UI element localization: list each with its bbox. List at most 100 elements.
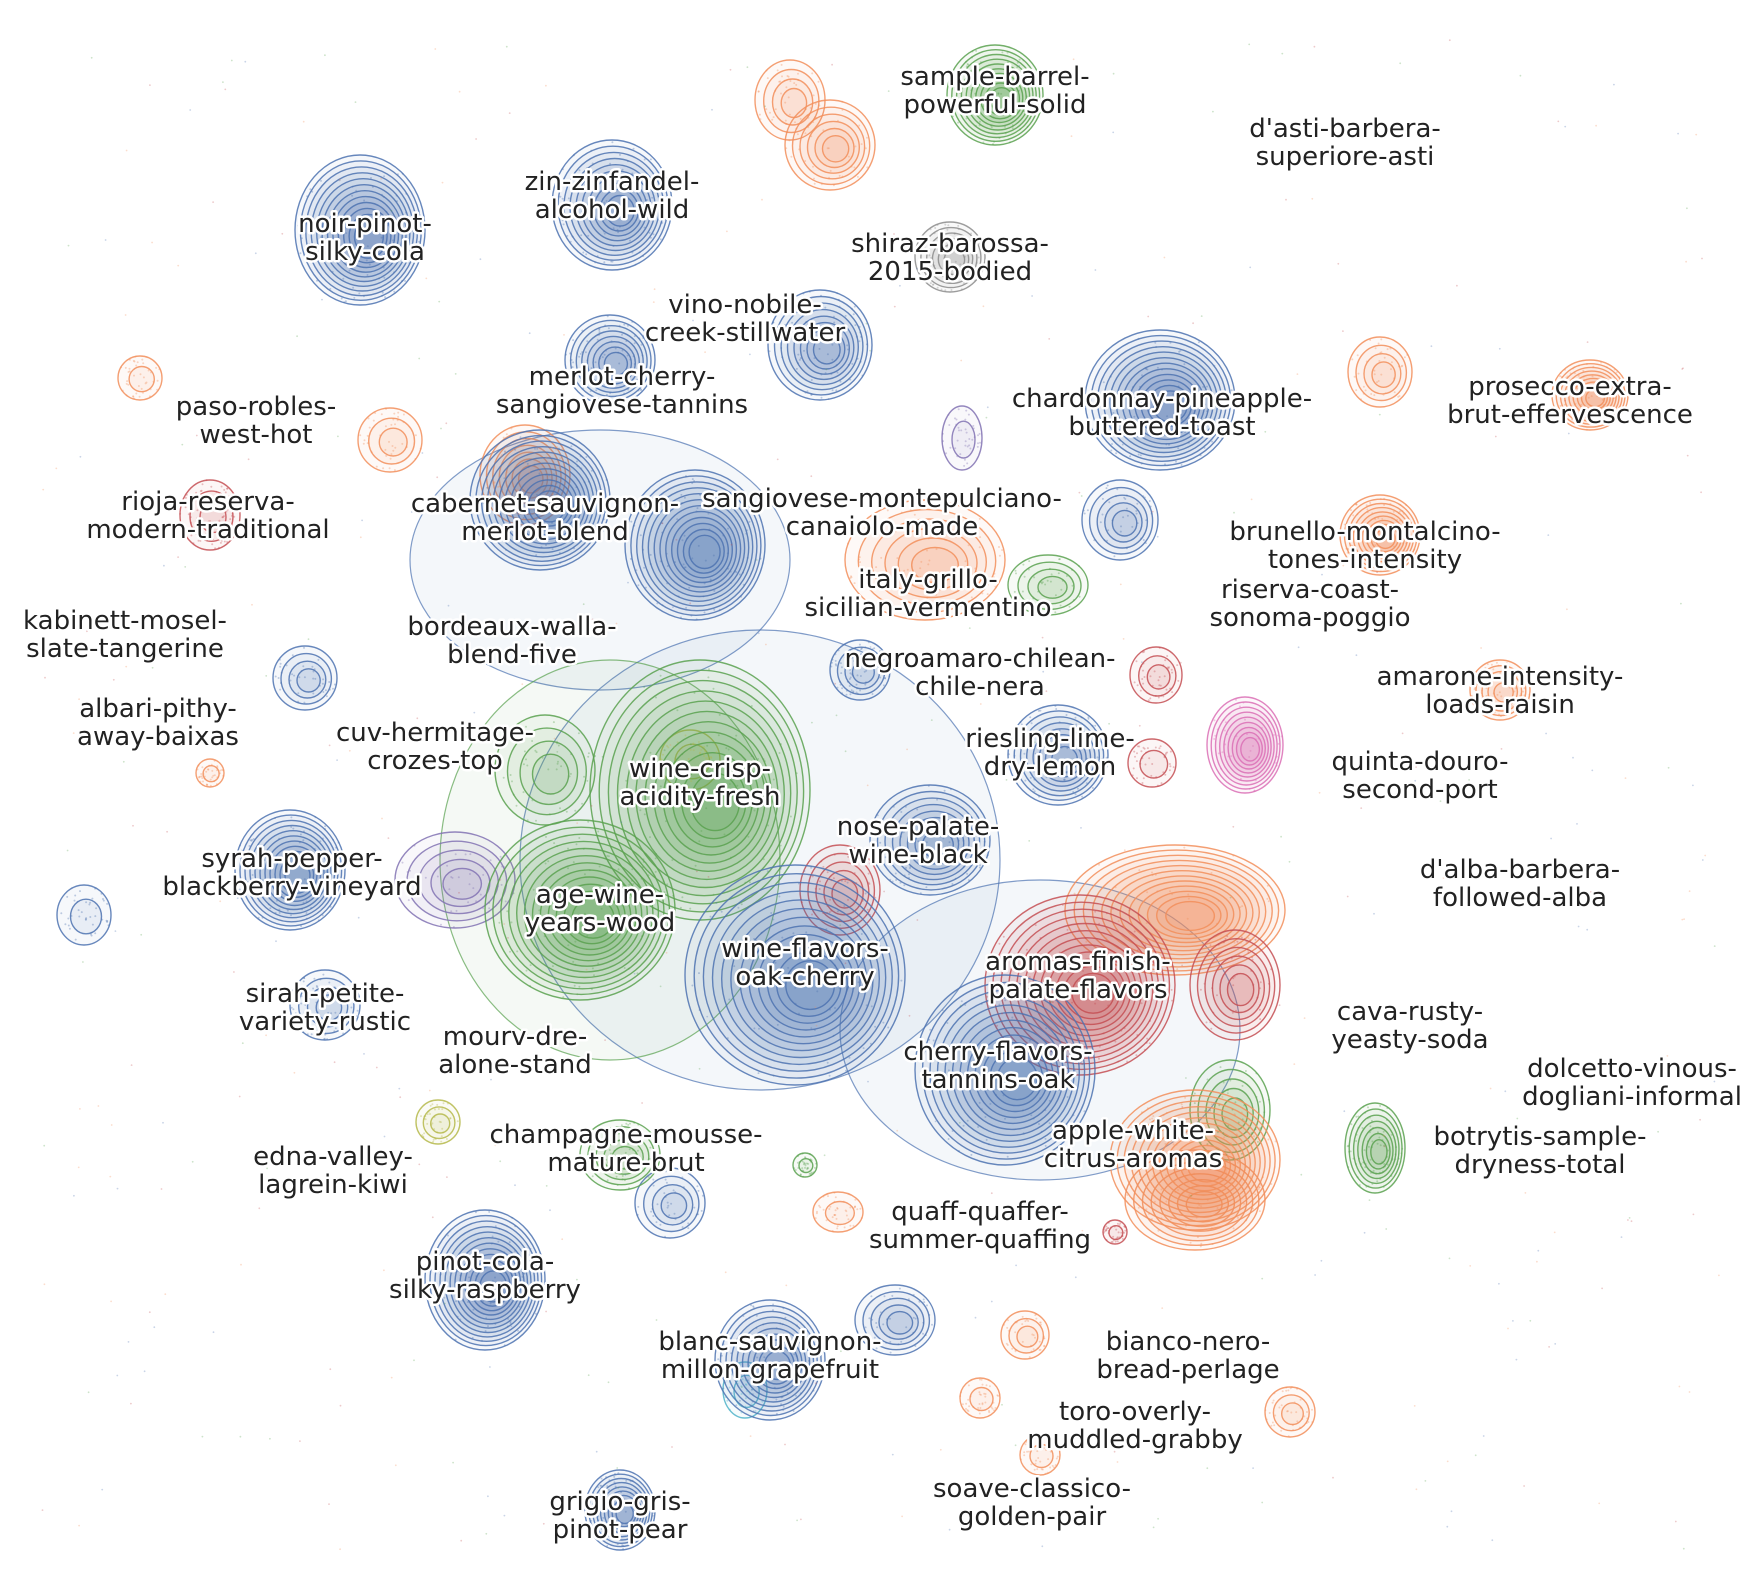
scatter-point bbox=[1080, 827, 1082, 829]
scatter-point bbox=[1209, 1109, 1212, 1112]
scatter-point bbox=[1170, 988, 1173, 991]
scatter-point bbox=[1189, 433, 1192, 435]
scatter-point bbox=[1014, 569, 1017, 572]
scatter-point bbox=[1235, 1133, 1238, 1136]
scatter-point bbox=[971, 438, 974, 441]
scatter-point bbox=[1314, 1274, 1316, 1276]
scatter-point bbox=[1345, 547, 1348, 550]
scatter-point bbox=[853, 305, 856, 308]
scatter-point bbox=[331, 270, 334, 273]
scatter-point bbox=[1350, 544, 1353, 547]
scatter-point bbox=[303, 701, 306, 704]
scatter-point bbox=[945, 249, 948, 252]
scatter-point bbox=[680, 616, 682, 619]
scatter-point bbox=[1369, 501, 1372, 504]
cluster-contour bbox=[714, 1299, 826, 1421]
scatter-point bbox=[873, 969, 875, 972]
scatter-point bbox=[1158, 676, 1161, 678]
density-contour-ring bbox=[547, 876, 632, 956]
scatter-point bbox=[1586, 341, 1589, 343]
scatter-point bbox=[439, 1121, 442, 1124]
scatter-point bbox=[1504, 696, 1507, 699]
scatter-point bbox=[375, 1066, 378, 1069]
scatter-point bbox=[258, 1207, 261, 1210]
scatter-point bbox=[896, 1129, 899, 1132]
scatter-point bbox=[213, 780, 216, 783]
scatter-point bbox=[1560, 382, 1563, 385]
scatter-point bbox=[1320, 1259, 1323, 1262]
cluster-label-line: tannins-oak bbox=[921, 1065, 1074, 1095]
scatter-point bbox=[1005, 1342, 1008, 1345]
scatter-point bbox=[1139, 454, 1142, 457]
scatter-point bbox=[1152, 423, 1155, 426]
scatter-point bbox=[498, 1227, 501, 1230]
scatter-point bbox=[1034, 1314, 1037, 1317]
scatter-point bbox=[973, 279, 976, 282]
scatter-point bbox=[600, 907, 603, 910]
scatter-point bbox=[1019, 721, 1022, 724]
scatter-point bbox=[1168, 443, 1170, 446]
scatter-point bbox=[726, 1037, 729, 1040]
scatter-point bbox=[324, 825, 327, 828]
scatter-point bbox=[1494, 435, 1497, 438]
scatter-point bbox=[1107, 1227, 1110, 1229]
scatter-point bbox=[90, 931, 93, 934]
scatter-point bbox=[772, 1309, 774, 1312]
scatter-point bbox=[639, 386, 642, 389]
scatter-point bbox=[1358, 530, 1361, 533]
scatter-point bbox=[202, 780, 204, 783]
scatter-point bbox=[954, 260, 957, 263]
scatter-point bbox=[274, 911, 277, 914]
scatter-point bbox=[932, 283, 935, 286]
scatter-point bbox=[309, 886, 312, 889]
scatter-point bbox=[700, 745, 702, 748]
scatter-point bbox=[1149, 675, 1152, 678]
cluster-label: shiraz-barossa-2015-bodied bbox=[851, 229, 1049, 287]
cluster-label: syrah-pepper-blackberry-vineyard bbox=[162, 844, 421, 902]
scatter-point bbox=[854, 324, 857, 327]
scatter-point bbox=[681, 1220, 684, 1223]
scatter-point bbox=[1205, 1021, 1208, 1024]
scatter-point bbox=[1387, 539, 1390, 542]
scatter-point bbox=[632, 147, 635, 150]
scatter-point bbox=[818, 347, 821, 350]
scatter-point bbox=[267, 903, 270, 906]
scatter-point bbox=[1151, 874, 1154, 877]
scatter-point bbox=[489, 1366, 491, 1368]
scatter-point bbox=[163, 564, 165, 567]
scatter-point bbox=[1299, 1406, 1302, 1409]
scatter-point bbox=[744, 1405, 747, 1408]
scatter-point bbox=[776, 69, 779, 72]
scatter-point bbox=[388, 467, 391, 470]
scatter-point bbox=[1247, 951, 1250, 954]
scatter-point bbox=[758, 1385, 761, 1387]
scatter-point bbox=[651, 196, 654, 199]
scatter-point bbox=[1038, 1349, 1041, 1351]
scatter-point bbox=[294, 1012, 297, 1015]
cluster-label-line: sangiovese-tannins bbox=[496, 390, 748, 420]
scatter-point bbox=[1044, 1109, 1047, 1112]
scatter-point bbox=[597, 500, 600, 503]
scatter-point bbox=[1165, 1174, 1168, 1177]
scatter-point bbox=[440, 1140, 443, 1143]
scatter-point bbox=[578, 985, 581, 988]
cluster-label-line: followed-alba bbox=[1433, 883, 1607, 913]
cluster-label: quinta-douro-second-port bbox=[1332, 747, 1509, 805]
scatter-point bbox=[832, 315, 835, 318]
scatter-point bbox=[479, 258, 482, 261]
scatter-point bbox=[572, 339, 575, 342]
scatter-point bbox=[936, 798, 939, 801]
cluster-contour bbox=[684, 864, 906, 1086]
scatter-point bbox=[712, 893, 715, 896]
scatter-point bbox=[1226, 1089, 1229, 1092]
scatter-point bbox=[957, 228, 960, 231]
scatter-point bbox=[77, 909, 80, 912]
scatter-point bbox=[222, 516, 224, 519]
scatter-point bbox=[138, 395, 141, 398]
scatter-point bbox=[396, 419, 399, 422]
scatter-point bbox=[73, 1194, 75, 1197]
scatter-point bbox=[1177, 1189, 1180, 1191]
scatter-point bbox=[858, 340, 861, 343]
scatter-point bbox=[755, 559, 758, 561]
scatter-point bbox=[1158, 747, 1161, 750]
